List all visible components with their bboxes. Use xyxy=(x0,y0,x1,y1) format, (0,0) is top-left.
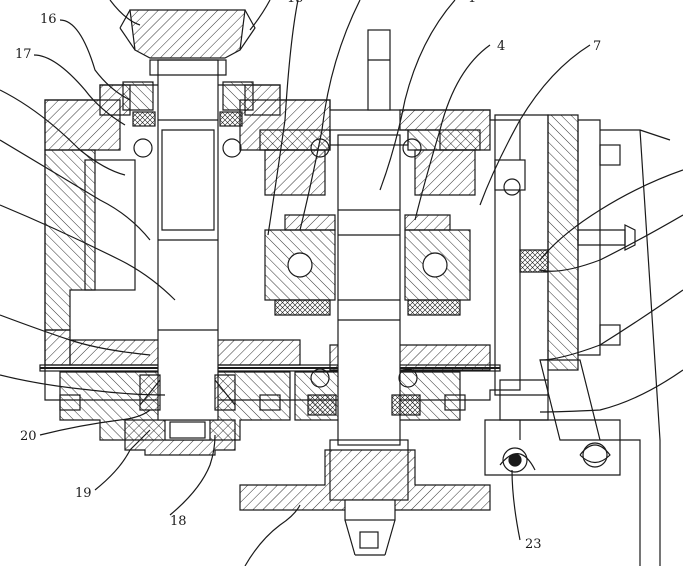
callout-15-partial: 15 xyxy=(287,0,304,5)
output-flange xyxy=(239,449,491,511)
callout-23: 23 xyxy=(525,537,542,552)
top-bevel-gear xyxy=(129,9,246,59)
right-plate xyxy=(547,114,579,371)
callout-20: 20 xyxy=(20,429,37,444)
callout-17: 17 xyxy=(15,47,32,62)
pin-23 xyxy=(502,447,528,473)
center-shaft xyxy=(337,134,401,446)
center-bottom-bearing-l xyxy=(310,368,330,388)
bottom-right-plate xyxy=(484,419,621,476)
left-top-bearing-r xyxy=(222,138,242,158)
callout-16: 16 xyxy=(40,12,57,27)
lever-arm xyxy=(539,359,601,441)
callout-19: 19 xyxy=(75,486,92,501)
center-top-bearing-r xyxy=(402,138,422,158)
housing-left-wall xyxy=(44,149,96,331)
callout-7: 7 xyxy=(593,39,602,54)
left-top-bearing-l xyxy=(133,138,153,158)
callout-4: 4 xyxy=(497,39,506,54)
rear-shaft xyxy=(367,29,391,111)
pin-spring xyxy=(582,442,608,468)
callout-1-partial: 1 xyxy=(468,0,476,5)
callout-18: 18 xyxy=(170,514,187,529)
center-bottom-bearing-r xyxy=(398,368,418,388)
